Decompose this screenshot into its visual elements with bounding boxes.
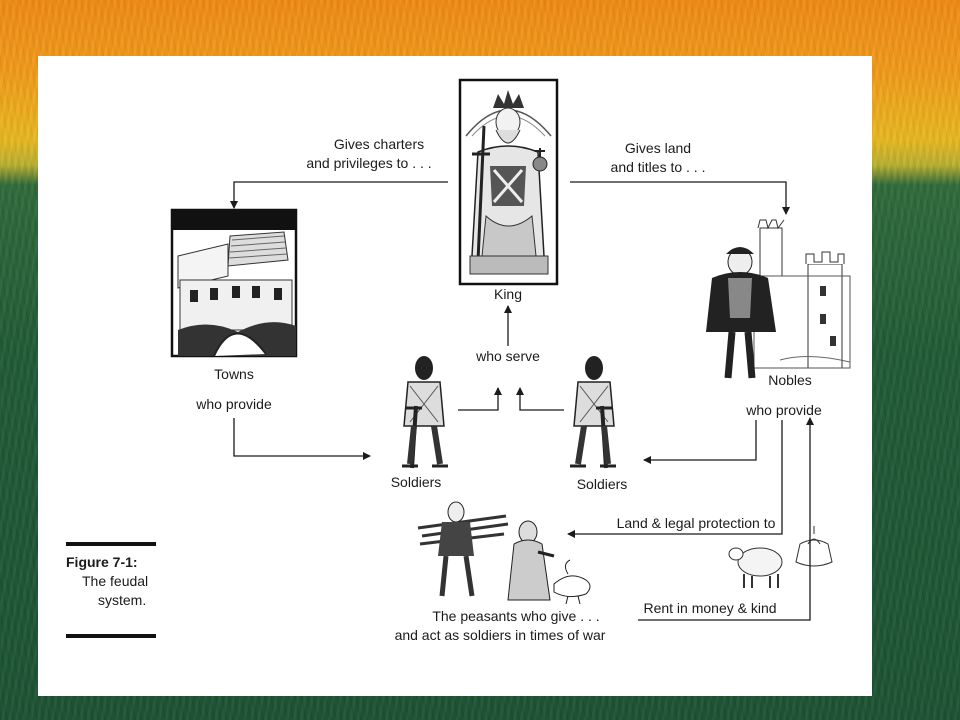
label-charters-1: Gives charters <box>333 136 425 152</box>
node-towns: Towns <box>214 366 254 382</box>
node-soldiers-right: Soldiers <box>576 476 628 492</box>
arrow-king-to-towns <box>230 181 448 209</box>
feudal-diagram-graphics <box>170 78 851 621</box>
node-soldiers-left: Soldiers <box>390 474 442 490</box>
node-king: King <box>493 286 523 302</box>
label-peasants-1: The peasants who give . . . <box>432 608 600 624</box>
arrow-nobles-to-soldiers <box>643 420 757 464</box>
label-rent: Rent in money & kind <box>643 600 777 616</box>
caption-rule-bottom <box>66 634 156 638</box>
arrow-left-soldiers-serve <box>458 387 502 411</box>
label-nobles-provide: who provide <box>746 402 822 418</box>
soldier-right-illustration <box>570 356 616 469</box>
caption-rule-top <box>66 542 156 546</box>
label-peasants-2: and act as soldiers in times of war <box>394 627 606 643</box>
caption-title: Figure 7-1: <box>66 554 138 570</box>
soldier-left-illustration <box>402 356 448 469</box>
node-nobles: Nobles <box>768 372 812 388</box>
label-towns-provide: who provide <box>196 396 272 412</box>
king-illustration <box>458 78 559 286</box>
flow-arrows <box>230 181 814 621</box>
caption-line-2: system. <box>98 592 147 608</box>
livestock-illustration <box>728 526 833 588</box>
label-protection: Land & legal protection to <box>616 515 776 531</box>
peasants-illustration <box>417 501 591 605</box>
arrow-right-soldiers-serve <box>516 387 564 411</box>
figure-panel: Gives charters and privileges to . . . G… <box>38 56 872 696</box>
label-land-1: Gives land <box>624 140 692 156</box>
caption-line-1: The feudal <box>82 573 149 589</box>
arrow-peasants-to-nobles <box>638 417 814 621</box>
label-who-serve: who serve <box>476 348 540 364</box>
arrow-nobles-to-peasants <box>567 420 783 538</box>
arrow-king-to-nobles <box>570 181 790 215</box>
label-land-2: and titles to . . . <box>610 159 706 175</box>
label-charters-2: and privileges to . . . <box>306 155 432 171</box>
arrow-towns-to-soldiers <box>233 418 371 460</box>
nobles-illustration <box>706 219 851 379</box>
towns-illustration <box>170 208 298 358</box>
